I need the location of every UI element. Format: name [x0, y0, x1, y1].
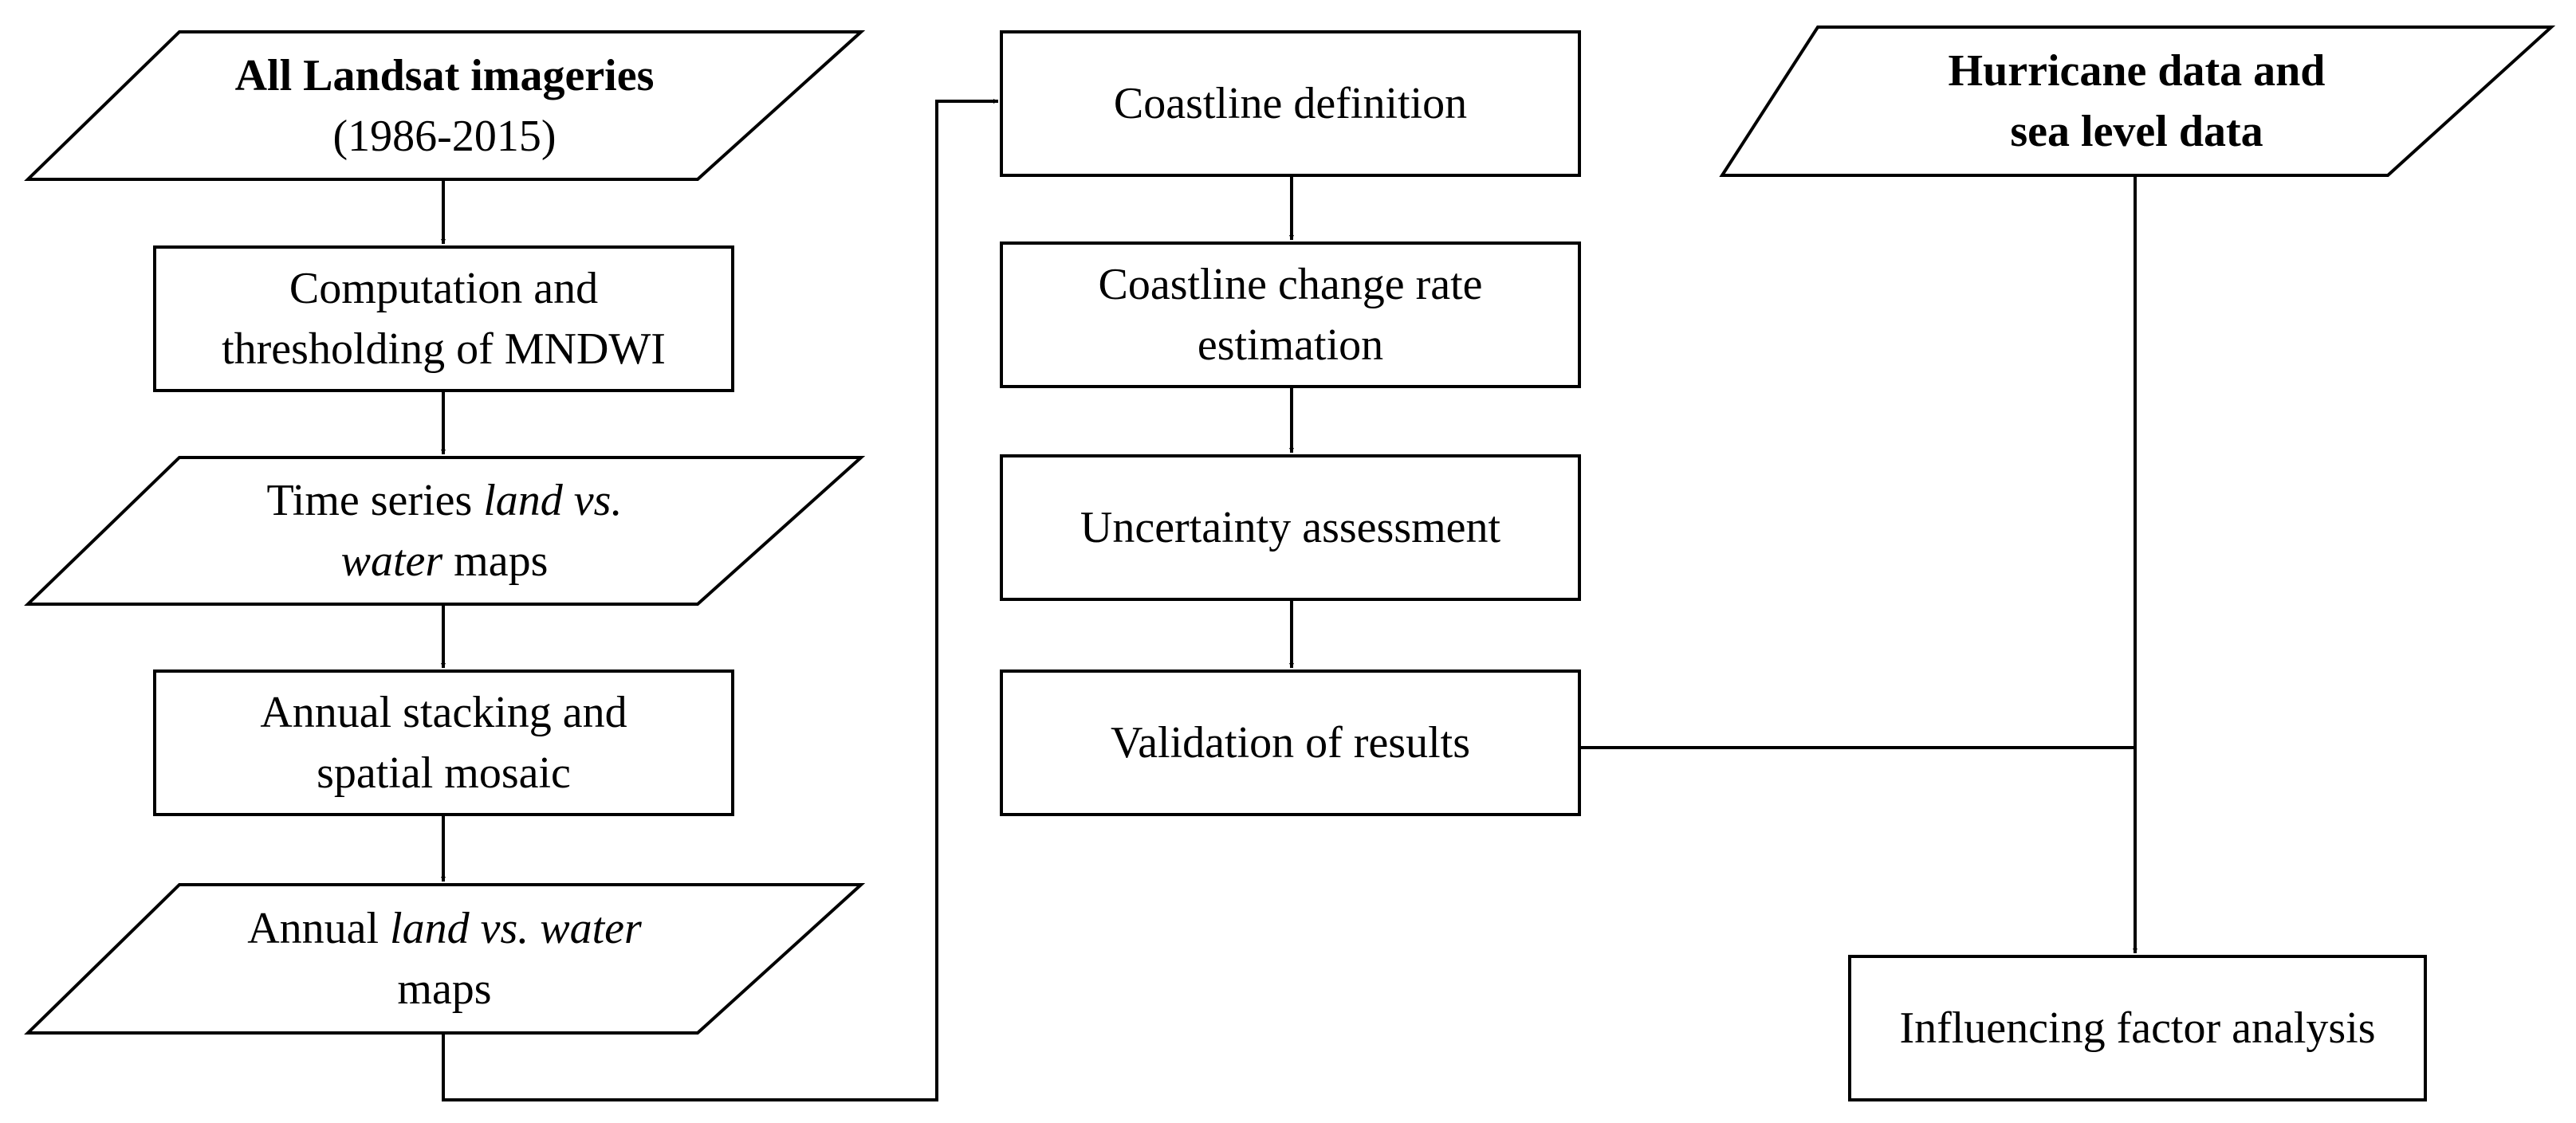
change-rate-label: Coastline change rate estimation [1001, 243, 1579, 387]
change-rate-box [1000, 241, 1581, 388]
annual-maps-label: Annual land vs. water maps [179, 885, 710, 1033]
stacking-line2: spatial mosaic [317, 748, 571, 798]
mndwi-box [153, 245, 734, 392]
annual-maps-line1: Annual land vs. water [247, 898, 642, 959]
influencing-line1: Influencing factor analysis [1899, 1003, 2376, 1053]
stacking-box [153, 669, 734, 816]
influencing-label: Influencing factor analysis [1850, 956, 2425, 1100]
landsat-label: All Landsat imageries (1986-2015) [179, 32, 710, 179]
timeseries-shape [24, 456, 866, 606]
timeseries-l2b: maps [442, 536, 549, 586]
annual-maps-shape [24, 883, 866, 1035]
validation-box [1000, 669, 1581, 816]
timeseries-line2: water maps [341, 531, 549, 591]
hurricane-shape [1719, 26, 2556, 177]
validation-label: Validation of results [1001, 671, 1579, 815]
change-rate-line2: estimation [1197, 320, 1384, 370]
hurricane-label: Hurricane data and sea level data [1810, 27, 2464, 175]
coast-def-line1: Coastline definition [1113, 79, 1468, 128]
coast-def-box [1000, 30, 1581, 177]
connector-annual-to-coastline [442, 99, 998, 1101]
validation-line1: Validation of results [1110, 718, 1471, 768]
uncertainty-box [1000, 454, 1581, 601]
change-rate-line1: Coastline change rate [1098, 260, 1483, 309]
annual-maps-l1a: Annual [247, 904, 391, 953]
timeseries-l1b: land vs. [483, 476, 623, 525]
landsat-years: (1986-2015) [332, 111, 556, 161]
coast-def-label: Coastline definition [1001, 32, 1579, 175]
mndwi-line1: Computation and [289, 264, 599, 313]
stacking-label: Annual stacking and spatial mosaic [155, 671, 733, 815]
uncertainty-line1: Uncertainty assessment [1080, 503, 1501, 552]
timeseries-l2a: water [340, 536, 443, 586]
landsat-shape [24, 30, 866, 181]
uncertainty-label: Uncertainty assessment [1001, 456, 1579, 599]
timeseries-l1a: Time series [266, 476, 484, 525]
stacking-line1: Annual stacking and [260, 688, 627, 737]
mndwi-label: Computation and thresholding of MNDWI [155, 247, 733, 391]
mndwi-line2: thresholding of MNDWI [222, 324, 666, 374]
annual-maps-l1b: land vs. water [390, 904, 642, 953]
timeseries-label: Time series land vs. water maps [179, 457, 710, 604]
hurricane-line2: sea level data [2010, 107, 2263, 156]
landsat-title: All Landsat imageries [234, 50, 655, 100]
influencing-box [1848, 955, 2427, 1101]
hurricane-line1: Hurricane data and [1948, 46, 2326, 96]
timeseries-line1: Time series land vs. [267, 470, 623, 531]
annual-maps-line2: maps [397, 964, 492, 1014]
